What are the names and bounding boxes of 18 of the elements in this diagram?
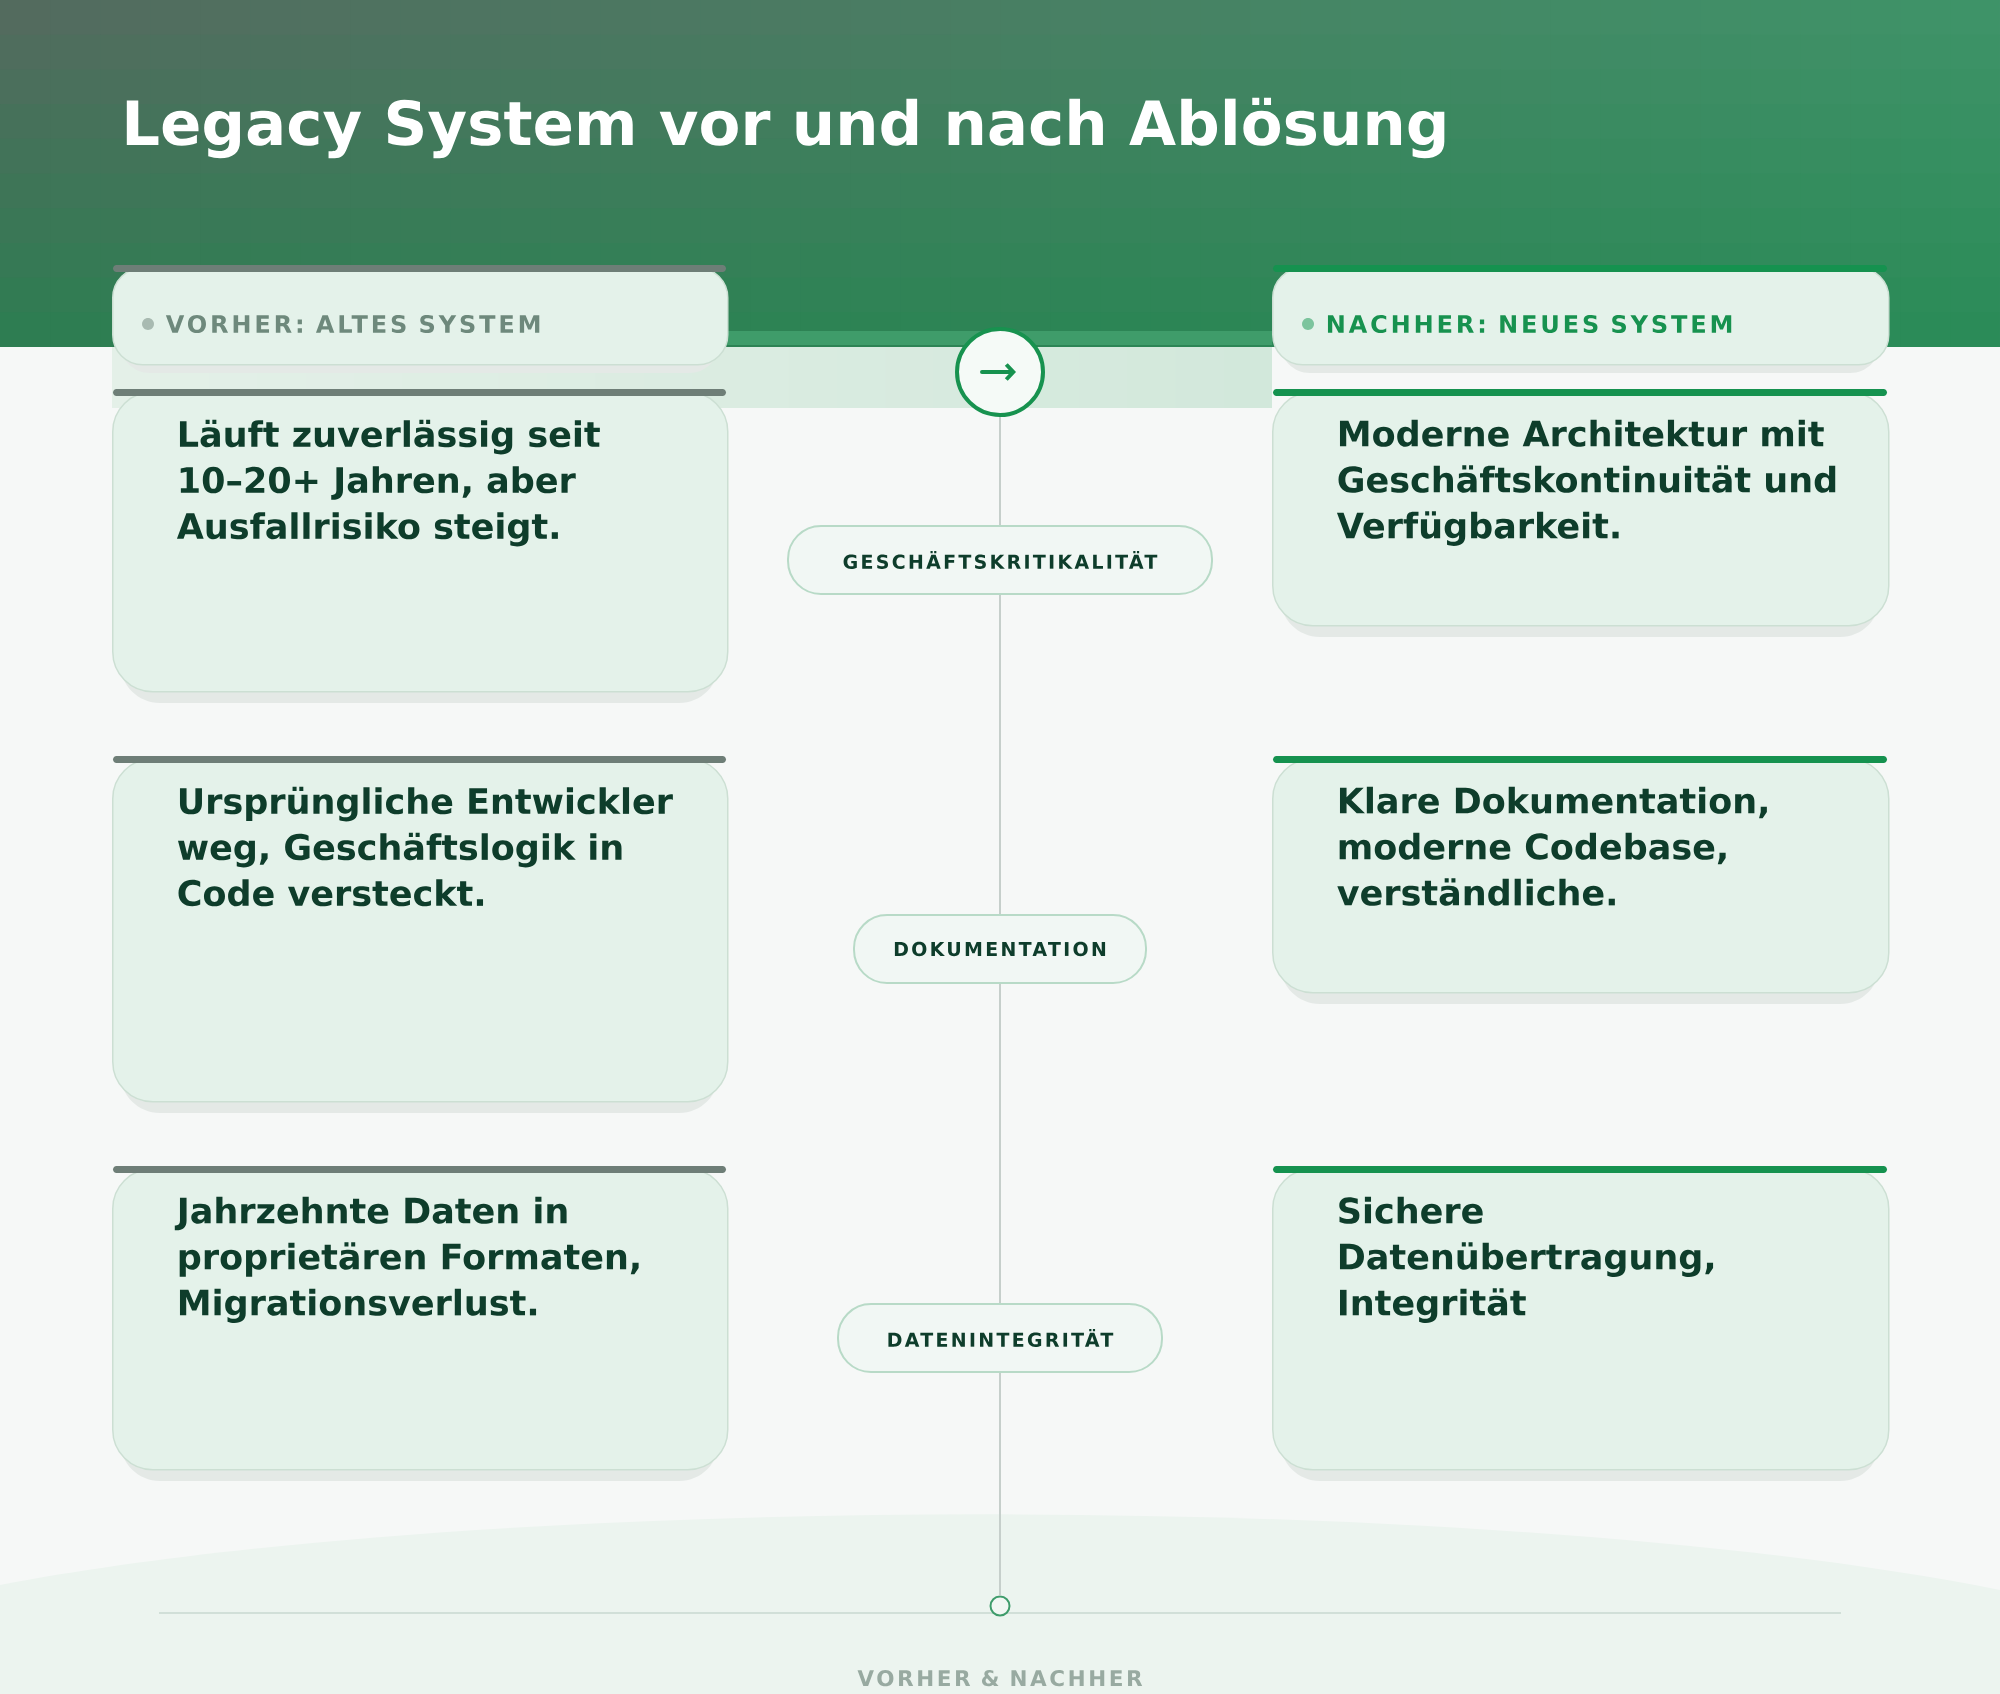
category-pill: DATENINTEGRITÄT xyxy=(837,1303,1163,1373)
connector-line xyxy=(999,983,1001,1304)
circle-marker xyxy=(989,1595,1011,1617)
title: Legacy System vor und nach Ablösung xyxy=(126,97,1445,159)
text-card: Klare Dokumentation, moderne Codebase, verständliche. xyxy=(1272,756,1890,1004)
category-pill: DOKUMENTATION xyxy=(853,914,1147,984)
text-card: Jahrzehnte Daten in proprietären Formaten, Migrationsverlust. xyxy=(112,1166,729,1481)
connector-line xyxy=(999,416,1001,526)
text-card: Sichere Datenübertragung, Integrität xyxy=(1272,1166,1890,1481)
text-card: Ursprüngliche Entwickler weg, Geschäftslogik in Code versteckt. xyxy=(112,756,729,1113)
text-card: Moderne Architektur mit Geschäftskontinuität und Verfügbarkeit. xyxy=(1272,389,1890,637)
connector-line xyxy=(999,1372,1001,1597)
text-card: Läuft zuverlässig seit 10–20+ Jahren, aber Ausfallrisiko steigt. xyxy=(112,389,729,703)
category-pill: GESCHÄFTSKRITIKALITÄT xyxy=(787,525,1213,595)
header-card: NACHHER: NEUES SYSTEM xyxy=(1272,265,1890,373)
header-card: VORHER: ALTES SYSTEM xyxy=(112,265,729,373)
connector-line xyxy=(999,594,1001,915)
footer-text: VORHER & NACHHER xyxy=(857,1670,1143,1687)
